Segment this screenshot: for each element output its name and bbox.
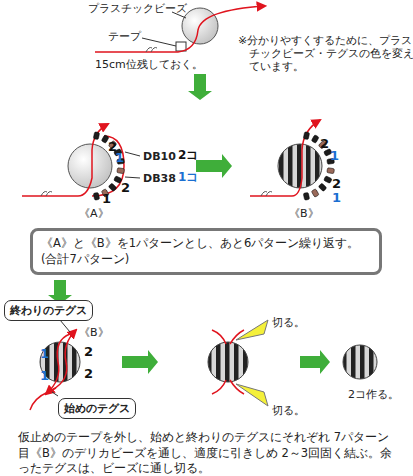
label: 《B》 bbox=[79, 326, 109, 339]
instruction-text: 仮止めのテープを外し、始めと終わりのテグスにそれぞれ 7パターン目《B》のデリカ… bbox=[18, 430, 400, 476]
delica-bead bbox=[101, 135, 109, 144]
pattern-box: 《A》と《B》を1パターンとし、あと6パターン繰り返す。(合計7パターン) bbox=[30, 228, 382, 275]
label: 1コ bbox=[178, 170, 198, 184]
delica-bead bbox=[303, 192, 309, 200]
label: 1 bbox=[40, 346, 49, 362]
delica-bead bbox=[93, 132, 99, 140]
label: 切る。 bbox=[272, 316, 305, 329]
delica-bead bbox=[311, 135, 319, 144]
node-text: 《A》と《B》を1パターンとし、あと6パターン繰り返す。(合計7パターン) bbox=[41, 236, 371, 267]
leader-line bbox=[125, 177, 140, 178]
label: 1 bbox=[115, 150, 124, 166]
leader-line bbox=[125, 152, 140, 156]
label: 2 bbox=[121, 180, 130, 196]
label: 2コ作る。 bbox=[348, 388, 399, 401]
cut-pointer bbox=[236, 384, 268, 406]
callout-box: 終わりのテグス bbox=[4, 300, 93, 321]
fishing-line bbox=[212, 380, 226, 394]
label: プラスチックビーズ bbox=[88, 2, 187, 15]
delica-bead bbox=[324, 176, 332, 184]
fishing-line bbox=[30, 388, 56, 410]
label: 2 bbox=[332, 176, 341, 192]
green-arrow bbox=[300, 350, 330, 374]
striped-bead bbox=[278, 144, 322, 188]
label: DB10 bbox=[143, 150, 176, 163]
fishing-line bbox=[92, 136, 124, 196]
note-text: ※分かりやすくするために、プラスチックビーズ・テグスの色を変えています。 bbox=[238, 34, 413, 74]
label: 2 bbox=[84, 344, 93, 360]
label: 2 bbox=[320, 136, 329, 152]
striped-bead bbox=[208, 342, 248, 382]
label: 切る。 bbox=[272, 404, 305, 417]
fishing-line bbox=[22, 124, 108, 196]
green-arrow bbox=[122, 350, 158, 374]
label: テープ bbox=[108, 30, 141, 43]
label: DB38 bbox=[143, 172, 176, 185]
callout-box: 始めのテグス bbox=[58, 398, 136, 419]
plastic-bead bbox=[68, 144, 112, 188]
tape bbox=[176, 42, 186, 51]
label: 《A》 bbox=[79, 207, 109, 220]
delica-bead bbox=[93, 192, 99, 200]
label: 2コ bbox=[178, 148, 198, 162]
fishing-line bbox=[250, 120, 320, 196]
node-text: 終わりのテグス bbox=[10, 303, 87, 318]
fishing-line bbox=[212, 330, 226, 344]
label: 15cm位残しておく。 bbox=[95, 58, 203, 71]
cut-pointer bbox=[236, 320, 268, 340]
delica-bead bbox=[117, 168, 125, 174]
leader-line bbox=[142, 38, 176, 46]
delica-bead bbox=[327, 168, 335, 174]
break-mark bbox=[41, 192, 52, 197]
striped-bead bbox=[343, 345, 377, 379]
green-arrow bbox=[188, 74, 212, 100]
node-text: 始めのテグス bbox=[64, 401, 130, 416]
label: 1 bbox=[40, 368, 49, 384]
leader-line bbox=[60, 320, 70, 332]
label: 《B》 bbox=[289, 207, 319, 220]
label: 1 bbox=[330, 148, 339, 164]
delica-bead bbox=[114, 176, 122, 184]
green-arrow bbox=[196, 154, 232, 178]
label: 1 bbox=[102, 191, 111, 207]
label: 1 bbox=[332, 190, 341, 206]
delica-bead bbox=[108, 183, 117, 191]
leader-line bbox=[52, 392, 58, 396]
delica-bead bbox=[318, 183, 327, 191]
delica-bead bbox=[303, 132, 309, 140]
break-mark bbox=[261, 192, 272, 197]
delica-bead bbox=[311, 189, 319, 198]
break-mark bbox=[146, 48, 157, 53]
fishing-line bbox=[46, 334, 70, 394]
label: 2 bbox=[84, 366, 93, 382]
